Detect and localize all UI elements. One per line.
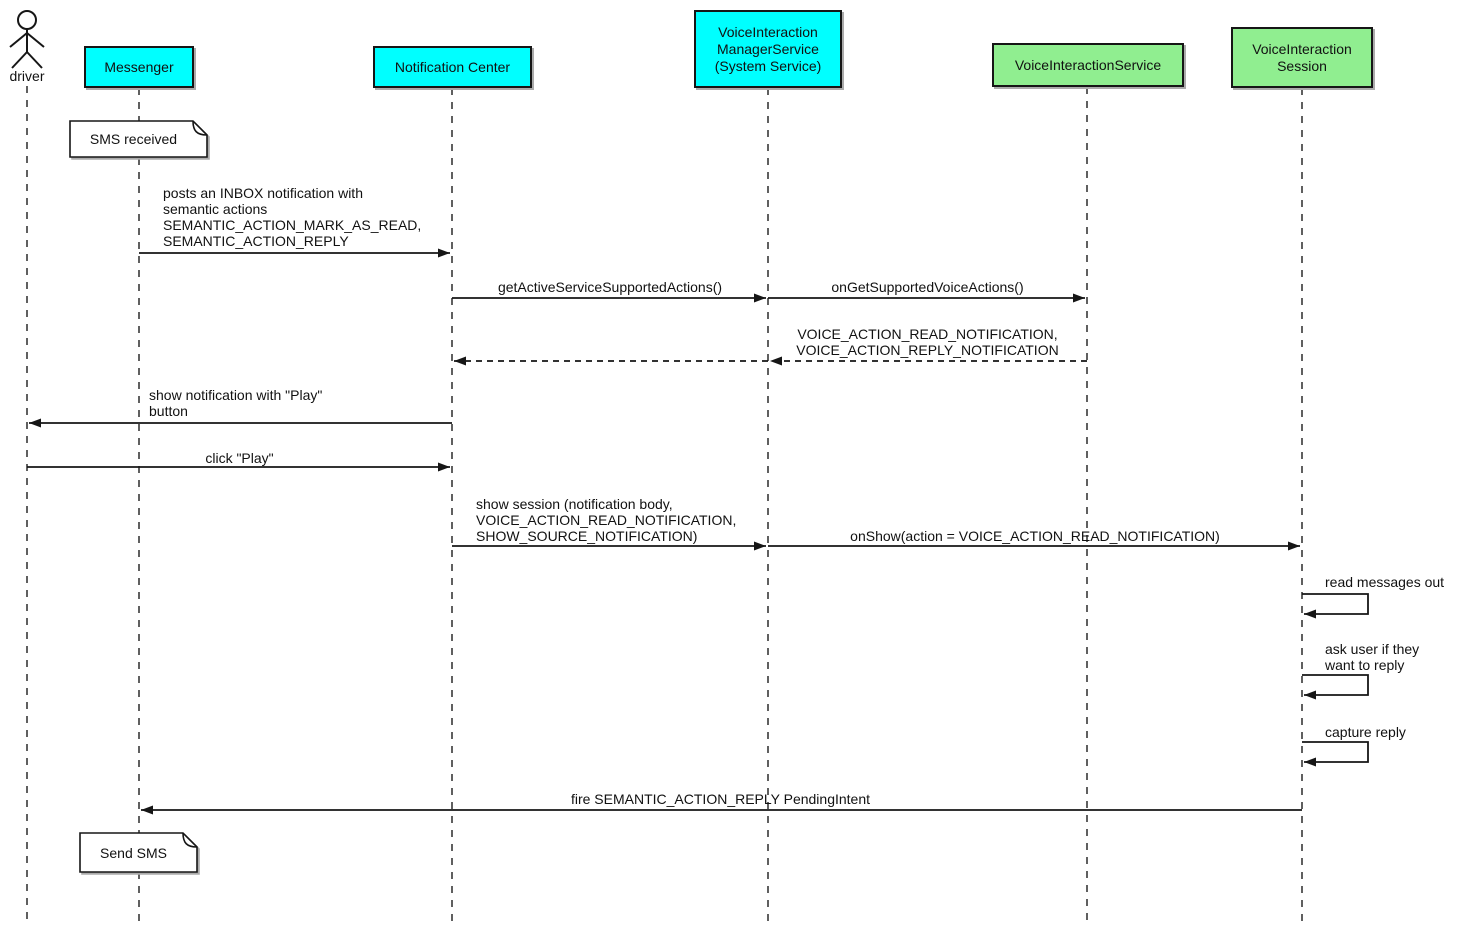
message-label-on-show: onShow(action = VOICE_ACTION_READ_NOTIFI… xyxy=(850,528,1220,544)
note-send-sms: Send SMS xyxy=(100,844,167,861)
message-label-show-notification: show notification with "Play" button xyxy=(149,387,323,419)
participant-messenger-label: Messenger xyxy=(104,58,174,75)
participant-messenger: Messenger xyxy=(84,46,194,88)
actor-driver-icon xyxy=(9,10,45,69)
arrow-self-read-messages-out xyxy=(1302,593,1369,619)
participant-voice-interaction-service: VoiceInteractionService xyxy=(992,43,1184,87)
message-label-capture-reply: capture reply xyxy=(1325,724,1406,740)
participant-voice-interaction-manager-service-label: VoiceInteraction ManagerService (System … xyxy=(714,23,822,74)
arrow-self-capture-reply xyxy=(1302,741,1369,767)
arrow-self-ask-user-reply xyxy=(1302,674,1369,700)
message-label-on-get-supported-voice-actions: onGetSupportedVoiceActions() xyxy=(831,279,1024,295)
message-label-fire-semantic-action-reply: fire SEMANTIC_ACTION_REPLY PendingIntent xyxy=(570,791,871,807)
note-shapes xyxy=(69,120,208,873)
note-sms-received-shape xyxy=(69,120,208,158)
message-label-ask-user-reply: ask user if they want to reply xyxy=(1325,641,1420,673)
participant-driver-label: driver xyxy=(9,68,45,84)
note-sms-received-fold-icon xyxy=(192,120,208,136)
message-arrows xyxy=(27,248,1369,815)
participant-voice-interaction-session: VoiceInteraction Session xyxy=(1231,27,1373,88)
message-label-click-play: click "Play" xyxy=(205,450,274,466)
message-label-return-voice-actions: VOICE_ACTION_READ_NOTIFICATION, VOICE_AC… xyxy=(796,326,1059,358)
note-sms-received: SMS received xyxy=(89,131,178,147)
note-send-sms-shape xyxy=(79,832,198,873)
participant-voice-interaction-session-label: VoiceInteraction Session xyxy=(1252,40,1352,74)
message-label-show-session: show session (notification body, VOICE_A… xyxy=(476,496,737,544)
participant-voice-interaction-service-label: VoiceInteractionService xyxy=(1014,56,1162,73)
participant-notification-center-label: Notification Center xyxy=(394,58,511,75)
participant-voice-interaction-manager-service: VoiceInteraction ManagerService (System … xyxy=(694,10,842,88)
message-label-read-messages-out: read messages out xyxy=(1325,574,1445,590)
message-label-get-active-service-supported-actions: getActiveServiceSupportedActions() xyxy=(497,279,723,295)
note-send-sms-fold-icon xyxy=(182,832,198,848)
message-label-posts-inbox-notification: posts an INBOX notification with semanti… xyxy=(163,185,422,249)
participant-notification-center: Notification Center xyxy=(373,46,532,88)
